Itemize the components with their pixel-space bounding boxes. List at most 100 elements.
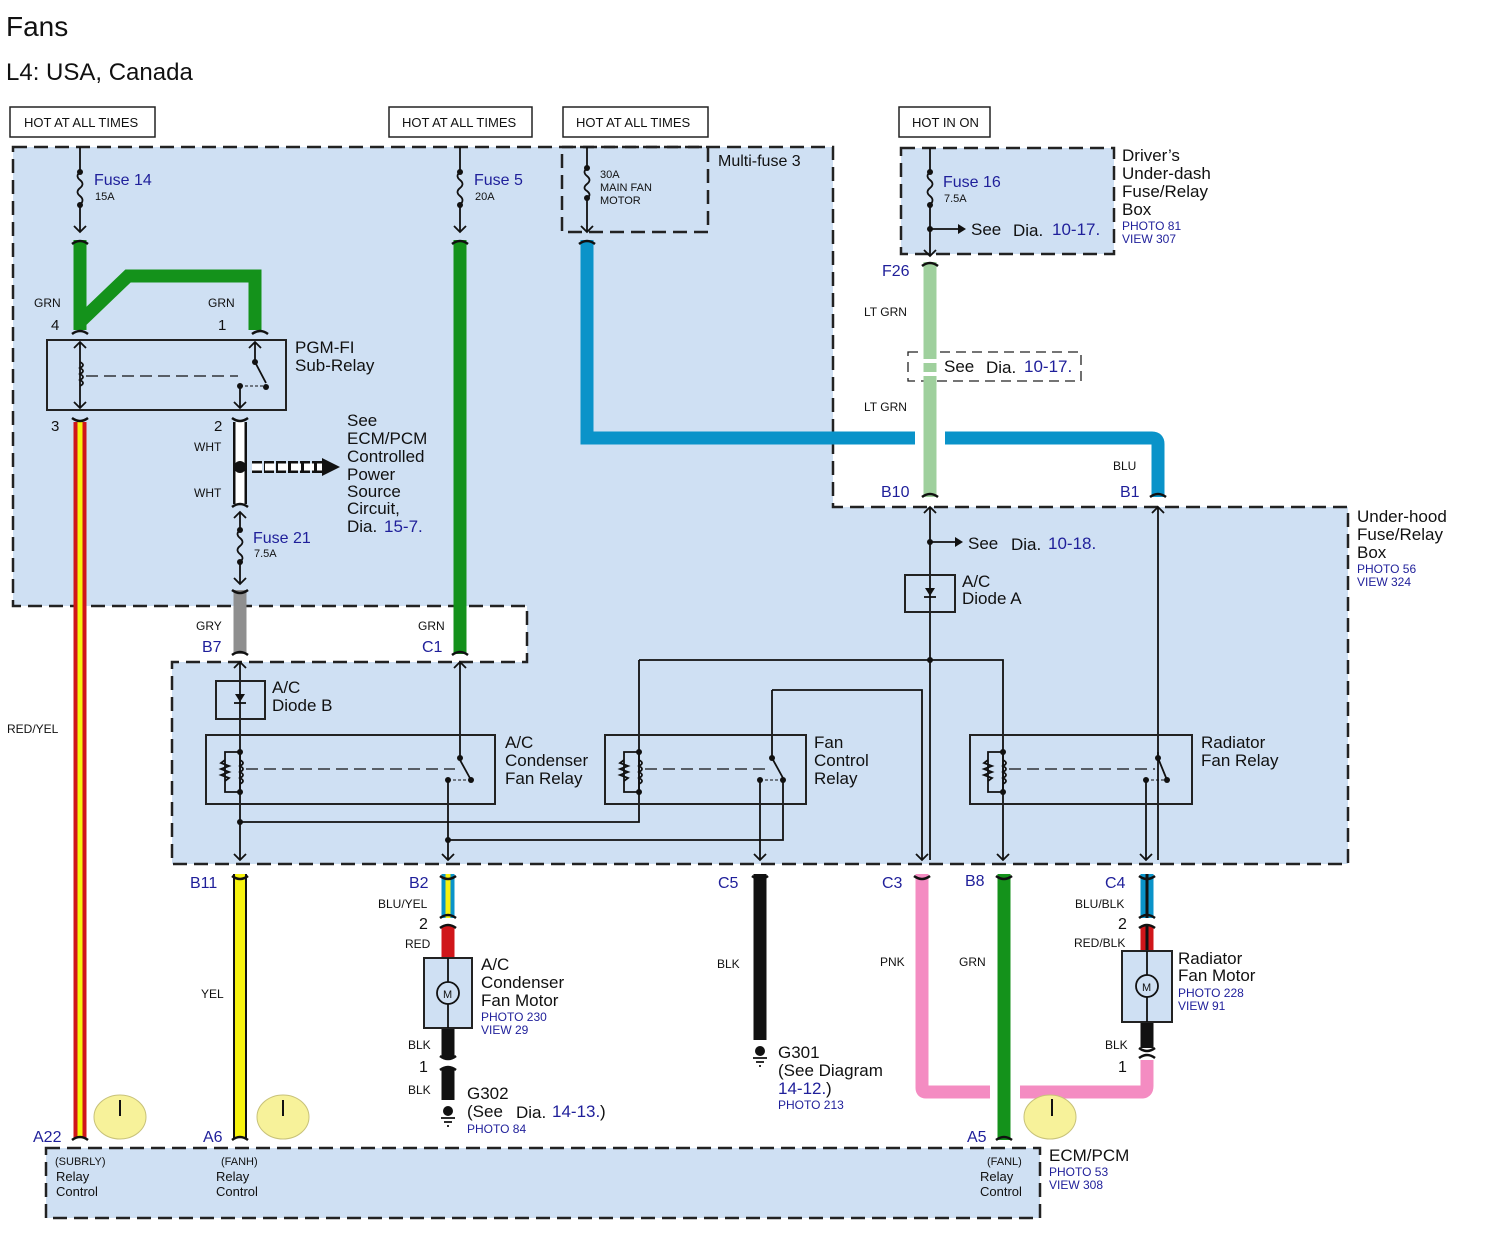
svg-text:Under-hood: Under-hood — [1357, 507, 1447, 526]
view-link[interactable]: VIEW 324 — [1357, 575, 1411, 589]
ac-condenser-fan-relay — [205, 734, 496, 805]
svg-text:4: 4 — [51, 317, 59, 334]
svg-text:Fan: Fan — [814, 733, 843, 752]
svg-text:7.5A: 7.5A — [944, 193, 967, 205]
svg-text:Dia.: Dia. — [1011, 535, 1041, 554]
svg-text:15A: 15A — [95, 191, 115, 203]
link-dia-10-17[interactable]: 10-17. — [1052, 220, 1100, 239]
svg-text:Fuse/Relay: Fuse/Relay — [1357, 525, 1443, 544]
underhood-fuse-relay-box — [11, 145, 1350, 866]
photo-link[interactable]: PHOTO 53 — [1049, 1165, 1108, 1179]
svg-text:C3: C3 — [882, 875, 903, 892]
svg-text:30A: 30A — [600, 169, 620, 181]
photo-link[interactable]: PHOTO 56 — [1357, 562, 1416, 576]
svg-text:GRN: GRN — [34, 296, 61, 310]
svg-text:): ) — [600, 1102, 606, 1121]
svg-text:MOTOR: MOTOR — [600, 195, 641, 207]
svg-text:B8: B8 — [965, 873, 985, 890]
photo-link[interactable]: PHOTO 81 — [1122, 219, 1181, 233]
photo-link[interactable]: PHOTO 213 — [778, 1098, 844, 1112]
svg-text:2: 2 — [214, 418, 222, 435]
see-dia-10-17-box — [907, 351, 1082, 382]
underhood-box-fill — [13, 147, 1348, 864]
svg-text:Control: Control — [814, 751, 869, 770]
multifuse-label: Multi-fuse 3 — [718, 153, 801, 170]
connector-caps — [71, 239, 1167, 1142]
radiator-fan-motor: M — [1121, 950, 1173, 1023]
svg-text:Dia.: Dia. — [347, 517, 377, 536]
ecm-box-fill — [46, 1148, 1040, 1218]
svg-text:See: See — [944, 357, 974, 376]
view-link[interactable]: VIEW 307 — [1122, 232, 1176, 246]
note-marker-icon[interactable] — [93, 1094, 147, 1140]
underdash-box-fill — [901, 148, 1114, 254]
svg-text:3: 3 — [51, 418, 59, 435]
fuse-21 — [233, 510, 247, 586]
svg-text:Control: Control — [56, 1184, 98, 1199]
svg-text:Radiator: Radiator — [1178, 949, 1243, 968]
photo-link[interactable]: PHOTO 228 — [1178, 986, 1244, 1000]
photo-link[interactable]: PHOTO 84 — [467, 1122, 526, 1136]
svg-text:A5: A5 — [967, 1129, 987, 1146]
svg-text:(FANH): (FANH) — [221, 1156, 258, 1168]
svg-text:1: 1 — [1118, 1059, 1127, 1076]
svg-text:Source: Source — [347, 482, 401, 501]
svg-text:Fan Motor: Fan Motor — [1178, 966, 1256, 985]
svg-text:See: See — [347, 411, 377, 430]
wire-grn — [73, 240, 262, 330]
radiator-fan-relay — [969, 734, 1193, 805]
internal-circuit-lines — [233, 505, 1165, 862]
link-dia-14-13[interactable]: 14-13. — [552, 1102, 600, 1121]
link-dia-10-18[interactable]: 10-18. — [1048, 534, 1096, 553]
svg-text:GRN: GRN — [418, 619, 445, 633]
note-marker-icon[interactable] — [1023, 1094, 1077, 1140]
svg-text:Power: Power — [347, 465, 396, 484]
svg-text:Box: Box — [1357, 543, 1387, 562]
link-dia-10-17[interactable]: 10-17. — [1024, 357, 1072, 376]
svg-text:): ) — [826, 1079, 832, 1098]
svg-text:PNK: PNK — [880, 955, 905, 969]
svg-text:B1: B1 — [1120, 484, 1140, 501]
svg-text:Diode B: Diode B — [272, 696, 332, 715]
svg-text:C5: C5 — [718, 875, 739, 892]
ground-icon — [753, 1046, 767, 1067]
svg-text:Fuse 5: Fuse 5 — [474, 172, 523, 189]
svg-text:Relay: Relay — [980, 1169, 1014, 1184]
svg-text:(FANL): (FANL) — [987, 1156, 1022, 1168]
svg-text:GRN: GRN — [208, 296, 235, 310]
svg-text:Box: Box — [1122, 200, 1152, 219]
photo-link[interactable]: PHOTO 230 — [481, 1010, 547, 1024]
multi-fuse-3 — [580, 147, 594, 234]
svg-text:Dia.: Dia. — [986, 358, 1016, 377]
view-link[interactable]: VIEW 29 — [481, 1023, 529, 1037]
svg-text:YEL: YEL — [201, 987, 224, 1001]
fuse-5 — [453, 147, 467, 234]
link-dia-15-7[interactable]: 15-7. — [384, 517, 423, 536]
svg-text:7.5A: 7.5A — [254, 548, 277, 560]
motor-icon: M — [443, 989, 452, 1001]
view-link[interactable]: VIEW 308 — [1049, 1178, 1103, 1192]
svg-text:(See Diagram: (See Diagram — [778, 1061, 883, 1080]
svg-text:A22: A22 — [33, 1129, 62, 1146]
svg-text:Driver’s: Driver’s — [1122, 146, 1180, 165]
svg-text:1: 1 — [218, 317, 226, 334]
svg-text:BLK: BLK — [408, 1038, 431, 1052]
svg-text:G301: G301 — [778, 1043, 820, 1062]
svg-text:PGM-FI: PGM-FI — [295, 338, 355, 357]
page-subtitle: L4: USA, Canada — [6, 59, 193, 86]
view-link[interactable]: VIEW 91 — [1178, 999, 1226, 1013]
svg-text:Control: Control — [980, 1184, 1022, 1199]
svg-text:BLK: BLK — [717, 957, 740, 971]
svg-text:Condenser: Condenser — [481, 973, 565, 992]
svg-text:2: 2 — [1118, 916, 1127, 933]
svg-text:GRN: GRN — [959, 955, 986, 969]
svg-text:B7: B7 — [202, 639, 222, 656]
svg-text:2: 2 — [419, 916, 428, 933]
svg-text:BLU/YEL: BLU/YEL — [378, 897, 428, 911]
svg-text:A/C: A/C — [505, 733, 533, 752]
svg-text:Sub-Relay: Sub-Relay — [295, 356, 375, 375]
link-dia-14-12[interactable]: 14-12. — [778, 1079, 826, 1098]
note-marker-icon[interactable] — [256, 1094, 310, 1140]
svg-text:RED/BLK: RED/BLK — [1074, 936, 1125, 950]
